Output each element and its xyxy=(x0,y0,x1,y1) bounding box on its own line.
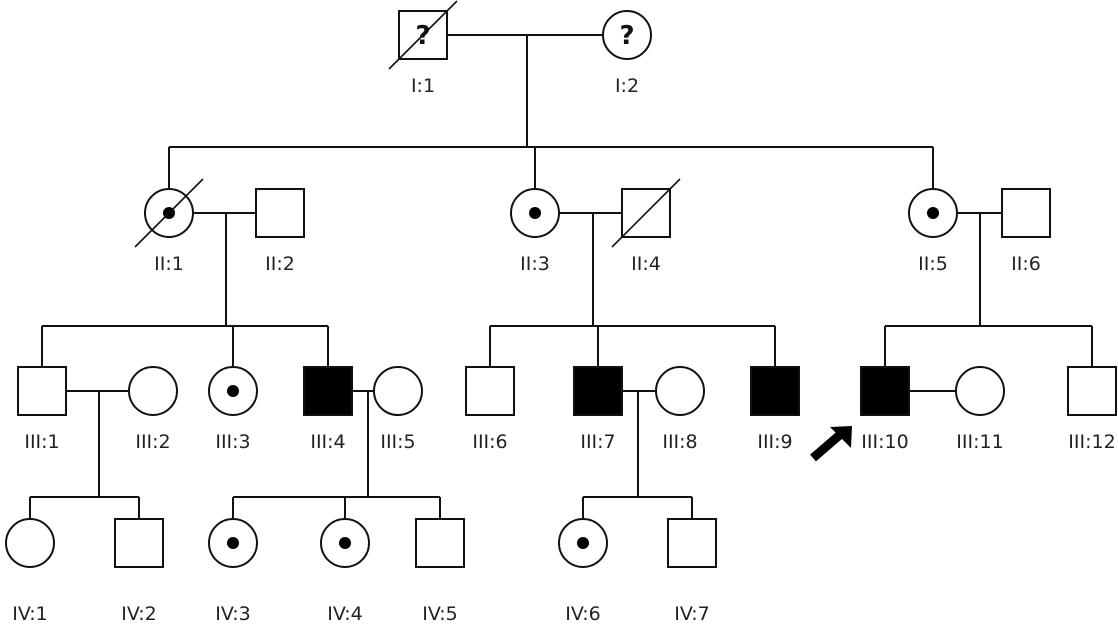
arrow-head xyxy=(830,426,852,448)
individual-label: III:6 xyxy=(472,431,507,453)
unaffected-male-square xyxy=(667,518,717,568)
carrier-dot-icon xyxy=(339,537,351,549)
individual-iii-7: III:7 xyxy=(573,366,623,453)
individual-iv-6: IV:6 xyxy=(558,518,608,625)
individual-label: II:5 xyxy=(918,253,948,275)
unaffected-female-circle xyxy=(655,366,705,416)
unaffected-male-square xyxy=(255,188,305,238)
individual-ii-4: II:4 xyxy=(611,178,681,275)
carrier-dot-icon xyxy=(529,207,541,219)
unaffected-male-square xyxy=(114,518,164,568)
individual-iii-9: III:9 xyxy=(750,366,800,453)
individual-label: II:6 xyxy=(1011,253,1041,275)
individual-iii-8: III:8 xyxy=(655,366,705,453)
unaffected-female-circle xyxy=(5,518,55,568)
unaffected-male-square xyxy=(1001,188,1051,238)
individual-ii-2: II:2 xyxy=(255,188,305,275)
unknown-female-circle xyxy=(602,10,652,60)
individual-label: III:10 xyxy=(861,431,908,453)
individual-label: III:3 xyxy=(215,431,250,453)
individual-label: II:4 xyxy=(631,253,661,275)
individual-label: IV:2 xyxy=(121,603,157,625)
affected-male-square xyxy=(860,366,910,416)
unaffected-male-square xyxy=(1067,366,1117,416)
individual-label: IV:3 xyxy=(215,603,251,625)
individual-label: III:4 xyxy=(310,431,345,453)
individual-ii-6: II:6 xyxy=(1001,188,1051,275)
unaffected-female-circle xyxy=(373,366,423,416)
individual-label: IV:5 xyxy=(422,603,458,625)
individual-label: III:5 xyxy=(380,431,415,453)
individual-iii-10: III:10 xyxy=(860,366,910,453)
affected-male-square xyxy=(573,366,623,416)
individual-label: IV:6 xyxy=(565,603,601,625)
unaffected-male-square xyxy=(17,366,67,416)
individual-label: IV:7 xyxy=(674,603,710,625)
individual-label: III:9 xyxy=(757,431,792,453)
individual-ii-5: II:5 xyxy=(908,188,958,275)
deceased-slash-icon xyxy=(388,0,458,70)
individual-label: III:1 xyxy=(24,431,59,453)
unaffected-female-circle xyxy=(128,366,178,416)
individual-iv-4: IV:4 xyxy=(320,518,370,625)
individual-i-1: ?I:1 xyxy=(388,0,458,97)
deceased-slash-icon xyxy=(611,178,681,248)
individual-iii-6: III:6 xyxy=(465,366,515,453)
individual-label: III:8 xyxy=(662,431,697,453)
unaffected-male-square xyxy=(415,518,465,568)
unaffected-male-square xyxy=(465,366,515,416)
individual-iii-11: III:11 xyxy=(955,366,1005,453)
individual-label: II:2 xyxy=(265,253,295,275)
individual-iv-5: IV:5 xyxy=(415,518,465,625)
individual-iii-12: III:12 xyxy=(1067,366,1117,453)
individual-iii-2: III:2 xyxy=(128,366,178,453)
individual-label: IV:4 xyxy=(327,603,363,625)
individual-i-2: ? I:2 xyxy=(602,10,652,97)
individual-ii-1: II:1 xyxy=(134,178,204,275)
individual-iv-2: IV:2 xyxy=(114,518,164,625)
deceased-slash-icon xyxy=(134,178,204,248)
proband-arrow-icon xyxy=(810,426,852,462)
carrier-dot-icon xyxy=(227,537,239,549)
individual-label: II:3 xyxy=(520,253,550,275)
individual-label: IV:1 xyxy=(12,603,48,625)
individual-label: III:7 xyxy=(580,431,615,453)
individual-label: III:2 xyxy=(135,431,170,453)
individual-label: I:2 xyxy=(615,75,639,97)
individual-label: II:1 xyxy=(154,253,184,275)
individual-iv-7: IV:7 xyxy=(667,518,717,625)
individual-iii-4: III:4 xyxy=(303,366,353,453)
unknown-status-mark: ? xyxy=(619,21,634,51)
individual-label: I:1 xyxy=(411,75,435,97)
individual-iv-1: IV:1 xyxy=(5,518,55,625)
carrier-dot-icon xyxy=(577,537,589,549)
individual-label: III:12 xyxy=(1068,431,1115,453)
carrier-dot-icon xyxy=(227,385,239,397)
affected-male-square xyxy=(303,366,353,416)
individual-iv-3: IV:3 xyxy=(208,518,258,625)
unaffected-female-circle xyxy=(955,366,1005,416)
individual-iii-5: III:5 xyxy=(373,366,423,453)
individual-iii-1: III:1 xyxy=(17,366,67,453)
individual-ii-3: II:3 xyxy=(510,188,560,275)
carrier-dot-icon xyxy=(927,207,939,219)
arrow-shaft xyxy=(810,429,845,462)
individual-iii-3: III:3 xyxy=(208,366,258,453)
affected-male-square xyxy=(750,366,800,416)
individual-label: III:11 xyxy=(956,431,1003,453)
